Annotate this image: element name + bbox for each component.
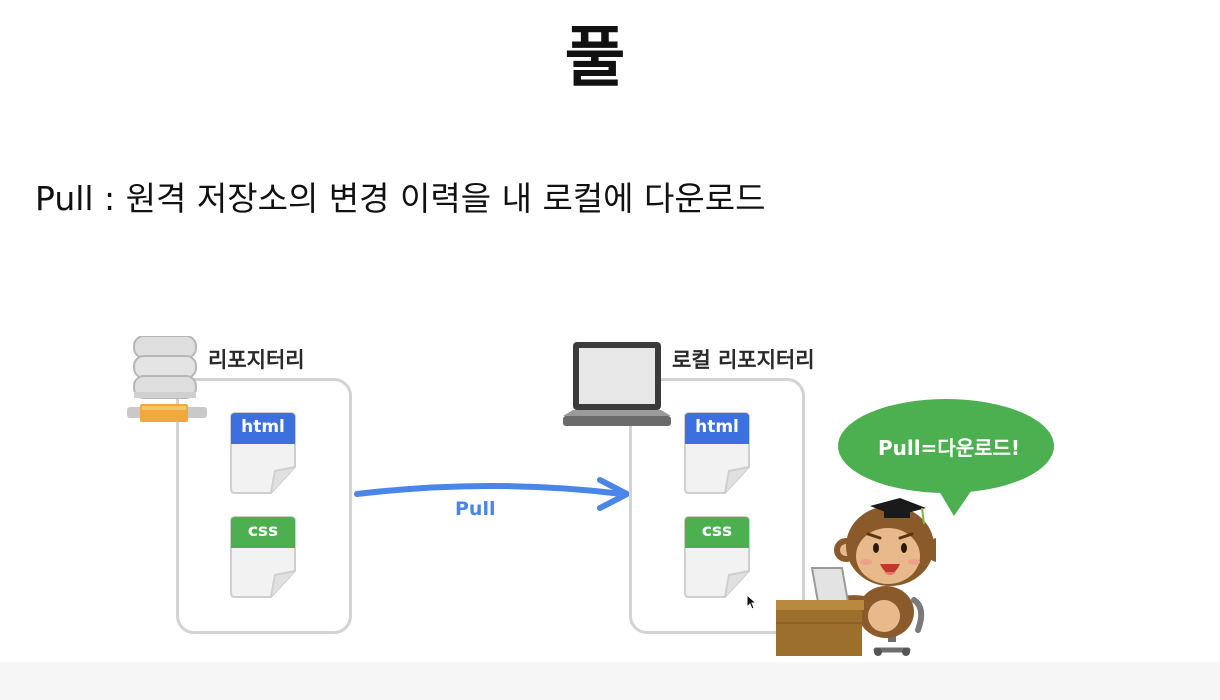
file-type-label: css (247, 521, 279, 541)
mouse-cursor-icon (746, 594, 758, 610)
local-html-file: html (683, 411, 751, 495)
local-repository-label: 로컬 리포지터리 (672, 348, 815, 372)
file-type-label: css (701, 521, 733, 541)
remote-css-file: css (229, 515, 297, 599)
bottom-strip (0, 662, 1220, 700)
file-type-label: html (695, 417, 739, 437)
server-icon (127, 336, 207, 422)
remote-repository-label: 리포지터리 (208, 348, 305, 372)
local-css-file: css (683, 515, 751, 599)
slide-title: 풀 (564, 19, 626, 96)
speech-bubble-text: Pull=다운로드! (877, 436, 1021, 460)
slide-subtitle: Pull : 원격 저장소의 변경 이력을 내 로컬에 다운로드 (35, 179, 766, 218)
laptop-icon (563, 342, 671, 426)
pull-arrow (354, 477, 630, 511)
speech-bubble (838, 399, 1054, 516)
file-type-label: html (241, 417, 285, 437)
remote-html-file: html (229, 411, 297, 495)
pull-arrow-label: Pull (455, 498, 496, 520)
monkey-mascot-illustration (776, 498, 936, 656)
